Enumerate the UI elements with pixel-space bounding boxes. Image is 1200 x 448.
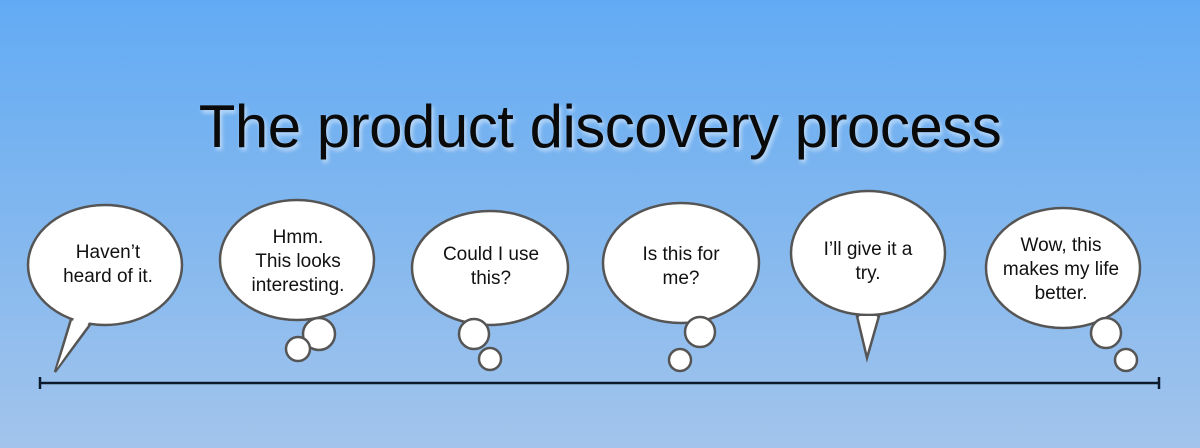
bubble-1-text: Haven’t heard of it. [63,241,153,289]
text-line: I’ll give it a [823,239,913,260]
timeline [38,377,1161,389]
text-line: Could I use [442,244,540,265]
text-line: better. [1034,283,1088,304]
text-line: this? [470,268,512,289]
text-line: Hmm. [272,227,324,248]
bubble-6-text: Wow, this makes my life better. [1003,234,1119,306]
bubble-2-text: Hmm. This looks interesting. [252,226,345,298]
speech-bubble-1 [26,203,184,373]
text-line: This looks [255,251,341,272]
bubble-3-text: Could I use this? [443,243,539,291]
diagram-title: The product discovery process [198,93,1002,160]
text-line: Wow, this [1020,235,1102,256]
thought-bubble-6 [984,206,1142,373]
bubble-5-text: I’ll give it a try. [824,238,913,286]
text-line: try. [855,263,881,284]
thought-bubble-4 [601,201,761,373]
text-line: me? [662,268,700,289]
text-line: makes my life [1002,259,1120,280]
speech-bubble-5 [789,189,947,363]
thought-bubble-2 [218,198,376,363]
text-line: Haven’t [75,242,141,263]
thought-bubble-3 [410,209,570,372]
bubble-4-text: Is this for me? [642,243,719,291]
text-line: heard of it. [63,266,153,287]
text-line: interesting. [251,275,345,296]
text-line: Is this for [642,244,720,265]
